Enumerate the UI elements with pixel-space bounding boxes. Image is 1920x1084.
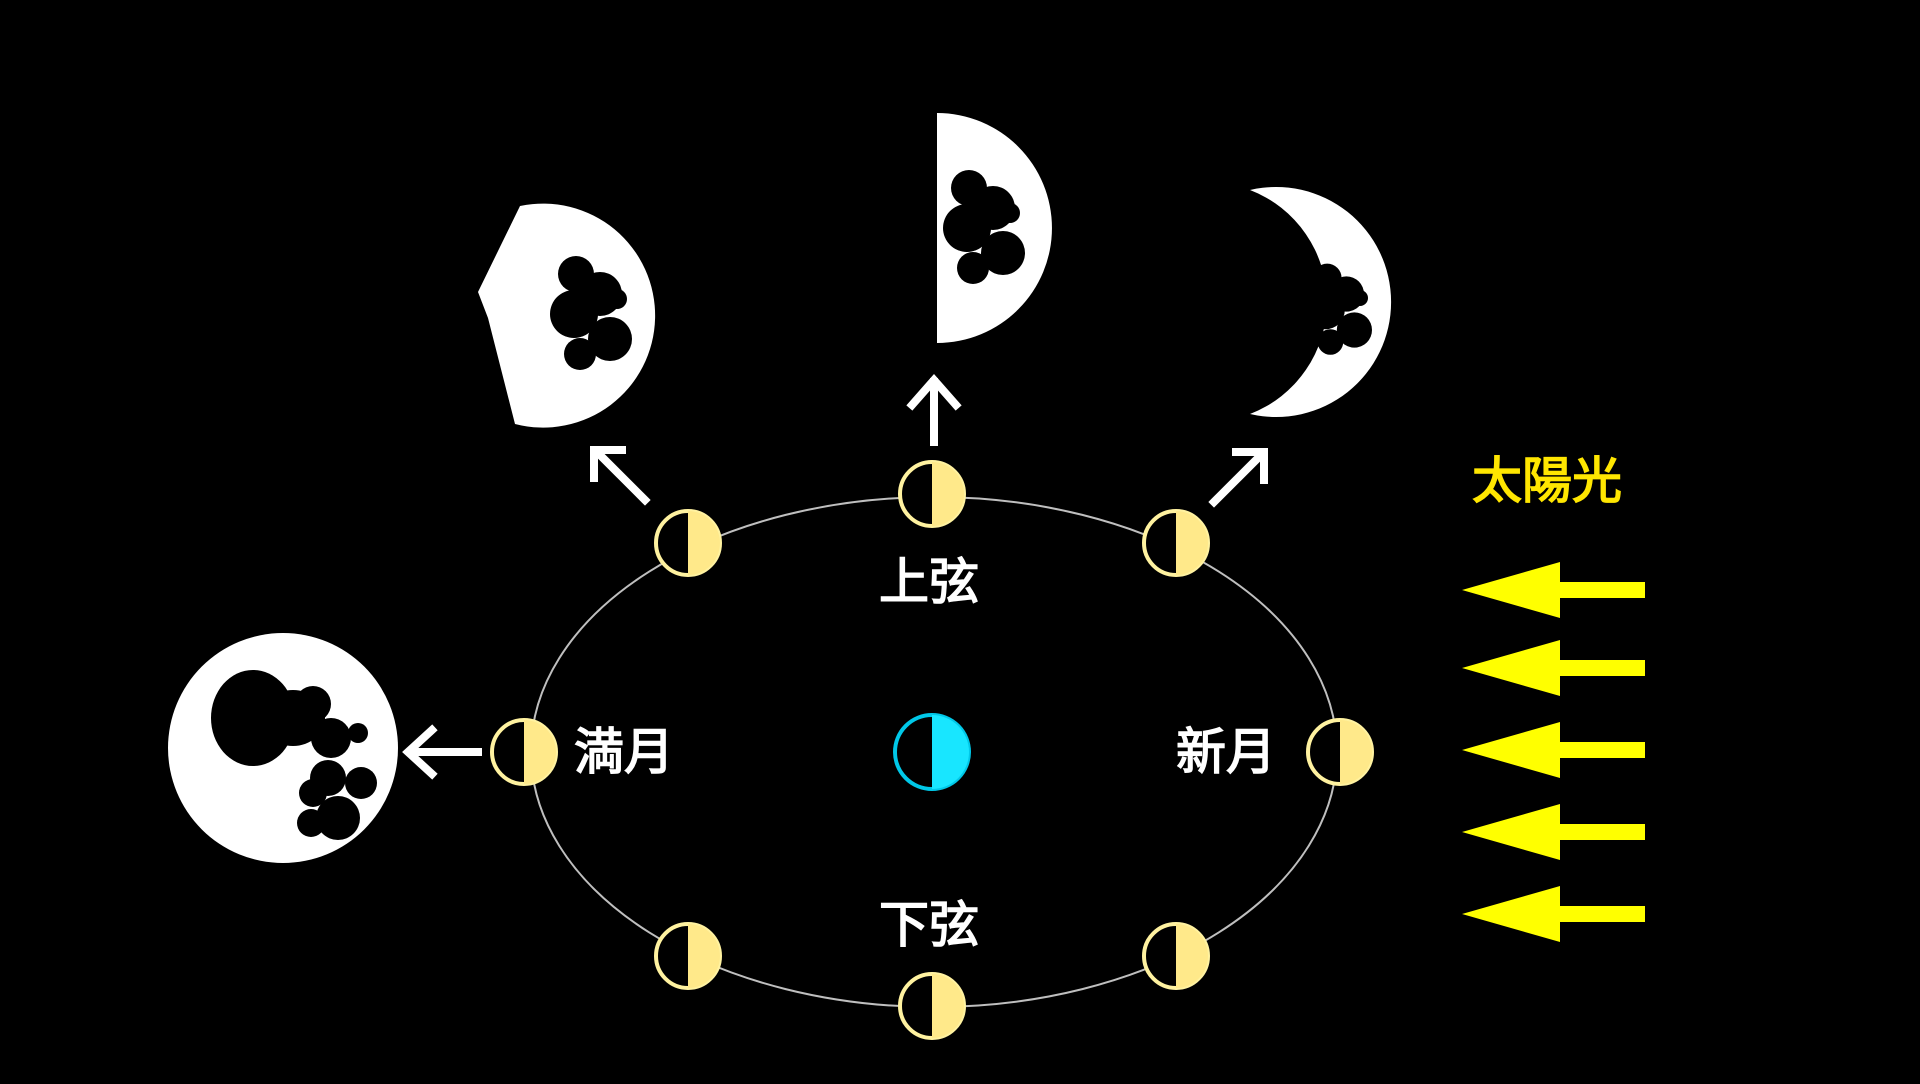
half-lit-moon-icon bbox=[1144, 924, 1208, 988]
sunlight-label: 太陽光 bbox=[1472, 456, 1622, 506]
sunlight-arrows bbox=[1462, 562, 1645, 942]
view-arrow-full-moon bbox=[408, 730, 478, 774]
half-lit-moon-icon bbox=[1308, 720, 1372, 784]
moon-phase-icon bbox=[478, 204, 655, 428]
left-arrow-icon bbox=[1462, 640, 1645, 696]
half-lit-moon-icon bbox=[492, 720, 556, 784]
left-arrow-icon bbox=[1462, 886, 1645, 942]
half-lit-moon-icon bbox=[900, 974, 964, 1038]
half-lit-moon-icon bbox=[656, 511, 720, 575]
full-moon-label: 満月 bbox=[574, 727, 674, 777]
view-arrow-first-quarter bbox=[912, 380, 956, 442]
left-arrow-icon bbox=[1462, 722, 1645, 778]
moon-phase-icon bbox=[1250, 187, 1391, 417]
view-arrow-gibbous bbox=[594, 450, 645, 500]
earth-icon bbox=[895, 715, 969, 789]
half-lit-moon-icon bbox=[656, 924, 720, 988]
half-lit-moon-icon bbox=[900, 462, 964, 526]
first-quarter-label: 上弦 bbox=[879, 557, 979, 607]
left-arrow-icon bbox=[1462, 804, 1645, 860]
half-lit-moon-icon bbox=[1144, 511, 1208, 575]
left-arrow-icon bbox=[1462, 562, 1645, 618]
moon-phase-icon bbox=[168, 633, 398, 863]
last-quarter-label: 下弦 bbox=[879, 900, 979, 950]
moon-phase-icon bbox=[937, 113, 1052, 343]
view-arrow-crescent bbox=[1214, 452, 1264, 502]
new-moon-label: 新月 bbox=[1176, 727, 1276, 777]
